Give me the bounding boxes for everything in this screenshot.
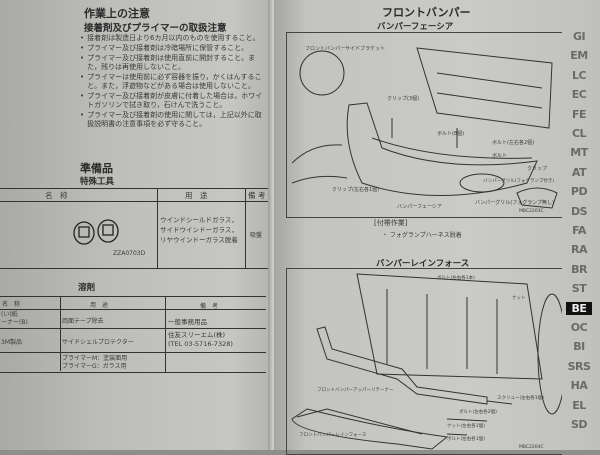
- table-divider: [60, 296, 61, 371]
- solvent-usage: 両面テープ除去: [62, 318, 104, 325]
- table-divider: [157, 188, 158, 268]
- book-gutter: [268, 0, 278, 450]
- index-tab-st[interactable]: ST: [571, 282, 587, 296]
- diagram-label: ナット(左右各1個): [447, 424, 485, 429]
- index-tab-ec[interactable]: EC: [571, 88, 587, 102]
- diagram-label: ボルト(左右各1個): [447, 437, 485, 442]
- attached-work-item: ・ フォグランプハーネス脱着: [382, 232, 462, 239]
- index-tab-fa[interactable]: FA: [572, 224, 586, 237]
- solvent-note: 一般事務用品: [168, 318, 207, 326]
- tool-code: ZZA0703D: [113, 250, 146, 257]
- solvent-usage: プライマーM：塗装面用 プライマーG：ガラス用: [62, 355, 128, 370]
- solvent-name: 3M製品: [1, 339, 22, 346]
- fascia-diagram: フロントバンパーサイドブラケット クリップ(3個) ボルト(8個) ボルト(左右…: [286, 32, 562, 218]
- diagram-label: ボルト(左右各1本): [437, 276, 475, 281]
- bullet-item: •接着剤は製造日より6カ月以内のものを使用すること。: [80, 34, 260, 42]
- diagram-label: ナット: [512, 296, 526, 301]
- column-header: 名 称: [2, 301, 21, 308]
- index-tab-ha[interactable]: HA: [570, 379, 588, 393]
- bullet-item: •プライマーは使用前に必ず容器を振り，かくはんすること。また，浮遊物などがある場…: [80, 73, 262, 90]
- bullet-item: •プライマー及び接着剤は冷暗場所に保管すること。: [80, 44, 249, 52]
- table-rule: [0, 201, 268, 202]
- column-header: 用 途: [185, 191, 208, 200]
- diagram-label: ボルト(左右各2個): [459, 410, 497, 415]
- diagram-label: バンパーグリル(フォグランプ付き): [483, 179, 555, 184]
- tool-note: 吸盤: [250, 232, 263, 239]
- index-tab-at[interactable]: AT: [571, 165, 587, 179]
- index-tab-oc[interactable]: OC: [570, 321, 588, 334]
- prep-title: 準備品: [80, 162, 113, 175]
- index-tab-mt[interactable]: MT: [570, 146, 588, 160]
- index-tab-el[interactable]: EL: [572, 398, 586, 412]
- table-rule: [0, 372, 266, 373]
- index-tab-gi[interactable]: GI: [572, 30, 586, 43]
- right-page: フロントバンパー バンパーフェーシア フロントバンパーサイドブラケット クリップ…: [274, 0, 600, 455]
- attached-work-title: [付帯作業]: [374, 219, 408, 227]
- section-title: 作業上の注意: [84, 7, 150, 20]
- index-tab-fe[interactable]: FE: [571, 107, 587, 121]
- attached-work-text: フォグランプハーネス脱着: [389, 232, 462, 239]
- solvent-title: 溶剤: [78, 283, 96, 293]
- subsection-title: 接着剤及びプライマーの取扱注意: [84, 23, 227, 34]
- diagram-label: ボルト(8個): [437, 131, 465, 137]
- bullet-item: •プライマー及び接着剤の使用に関しては，上記以外に取扱説明書の注意事項を必ず守る…: [80, 111, 262, 128]
- table-rule: [0, 188, 268, 189]
- table-rule: [0, 309, 266, 310]
- reinforce-title: バンパーレインフォース: [376, 259, 470, 269]
- table-rule: [0, 352, 266, 353]
- left-page: 作業上の注意 接着剤及びプライマーの取扱注意 •接着剤は製造日より6カ月以内のも…: [0, 0, 272, 450]
- solvent-note: 住友スリーエム(株) (TEL 03-5716-7328): [168, 331, 233, 348]
- column-header: 名 称: [45, 191, 68, 200]
- table-rule: [0, 328, 266, 329]
- column-header: 用 途: [90, 302, 109, 309]
- solvent-usage: サイドシェルプロテクター: [62, 339, 134, 346]
- diagram-label: バンパーフェーシア: [397, 204, 442, 210]
- table-divider: [245, 188, 246, 268]
- index-tab-em[interactable]: EM: [570, 49, 588, 63]
- tool-usage: ウインドシールドガラス，サイドウインドーガラス，リヤウインドーガラス脱着: [160, 216, 238, 244]
- diagram-label: バンパーグリル(フォグランプ無し): [475, 200, 555, 206]
- figure-code: MBC2204C: [519, 445, 544, 450]
- index-tab-srs[interactable]: SRS: [567, 359, 591, 373]
- diagram-label: ボルト: [492, 153, 508, 159]
- diagram-label: フロントバンパーアッパーリテーナー: [317, 388, 394, 393]
- diagram-label: クリップ: [527, 166, 548, 172]
- figure-code: MBC2203C: [519, 209, 544, 214]
- index-tab-ra[interactable]: RA: [571, 243, 587, 257]
- bumper-fascia-drawing: [291, 47, 558, 209]
- diagram-label: クリップ(3個): [387, 96, 420, 102]
- fascia-title: バンパーフェーシア: [377, 22, 454, 32]
- table-divider: [165, 296, 166, 372]
- index-tab-pd[interactable]: PD: [570, 185, 588, 199]
- bullet-item: •プライマー及び接着剤が皮膚に付着した場合は，ホワイトガソリンで拭き取り，石けん…: [80, 92, 263, 109]
- reinforce-diagram: ボルト(左右各1本) ナット スクリュー(左右各1個) フロントバンパーアッパー…: [286, 268, 562, 455]
- diagram-label: フロントバンパーレインフォース: [299, 433, 367, 438]
- diagram-label: クリップ(左右各1個): [332, 187, 380, 193]
- bumper-reinforce-drawing: [291, 273, 562, 450]
- special-tools-title: 特殊工具: [80, 177, 115, 187]
- suction-cup-tool-icon: [73, 219, 119, 245]
- diagram-label: フロントバンパーサイドブラケット: [305, 46, 386, 52]
- diagram-label: ボルト(左右各2個): [492, 140, 535, 146]
- index-tab-br[interactable]: BR: [571, 262, 587, 276]
- diagram-label: スクリュー(左右各1個): [497, 396, 544, 401]
- index-tab-ds[interactable]: DS: [570, 204, 588, 218]
- index-tab-sd[interactable]: SD: [570, 418, 588, 431]
- table-rule: [0, 296, 266, 297]
- solvent-name: (い)紙 ーナー(B): [1, 311, 28, 326]
- page-title: フロントバンパー: [382, 6, 471, 19]
- index-tab-lc[interactable]: LC: [571, 68, 587, 82]
- table-rule: [0, 268, 268, 269]
- index-tab-be[interactable]: BE: [566, 301, 592, 315]
- index-tab-cl[interactable]: CL: [571, 127, 587, 140]
- column-header: 備 考: [248, 191, 266, 200]
- bullet-list: •接着剤は製造日より6カ月以内のものを使用すること。 •プライマー及び接着剤は冷…: [80, 34, 268, 130]
- column-header: 備 考: [200, 303, 219, 310]
- bullet-item: •プライマー及び接着剤は使用直前に開封すること。また，残りは再使用しないこと。: [80, 54, 256, 71]
- index-tab-bi[interactable]: BI: [573, 340, 585, 354]
